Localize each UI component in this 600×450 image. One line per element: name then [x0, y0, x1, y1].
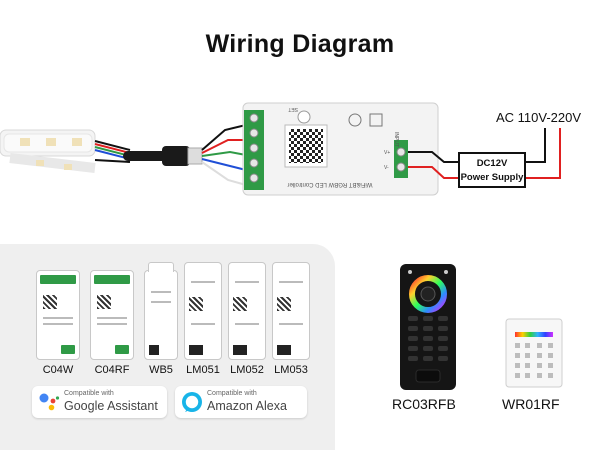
product-c04w-image [36, 270, 80, 360]
amazon-alexa-badge: Compatible with Amazon Alexa [175, 386, 307, 418]
ac-input-label: AC 110V-220V [496, 110, 582, 125]
svg-text:V+: V+ [384, 150, 390, 156]
remote-label-rc03rfb: RC03RFB [392, 396, 456, 412]
ac-power-wires [526, 128, 561, 179]
product-lm052-image [228, 262, 266, 360]
google-name: Google Assistant [64, 399, 158, 413]
google-caption: Compatible with [64, 390, 114, 397]
product-lm053-image [272, 262, 310, 360]
svg-text:SET: SET [288, 106, 298, 112]
wiring-diagram: WiFi&BT RGBW LED Controller SET INPUT V+… [0, 102, 561, 196]
model-label-c04rf: C04RF [94, 364, 130, 376]
psu-name-label: Power Supply [460, 172, 524, 183]
strip-wires [94, 140, 131, 163]
product-c04rf-image [90, 270, 134, 360]
controller-wires [201, 124, 247, 186]
model-label-c04w: C04W [42, 364, 74, 376]
google-assistant-badge: Compatible with Google Assistant [32, 386, 167, 418]
controller-name: WiFi&BT RGBW LED Controller [288, 181, 373, 187]
remote-rc03rfb-image [400, 264, 456, 390]
led-strip [0, 129, 96, 173]
google-assistant-icon [39, 393, 60, 411]
product-wb5-image [144, 262, 178, 360]
product-lm051-image [184, 262, 222, 360]
svg-text:INPUT: INPUT [393, 132, 399, 147]
page-title: Wiring Diagram [205, 30, 395, 58]
model-label-lm052: LM052 [230, 364, 264, 376]
psu-voltage-label: DC12V [476, 158, 508, 169]
cable-connector [162, 146, 190, 166]
alexa-name: Amazon Alexa [207, 399, 287, 413]
model-label-wb5: WB5 [149, 364, 173, 376]
model-label-lm051: LM051 [186, 364, 220, 376]
controller-box [242, 102, 439, 196]
amazon-alexa-icon [182, 392, 202, 412]
power-supply-box: DC12V Power Supply [458, 152, 526, 188]
alexa-caption: Compatible with [207, 390, 257, 397]
svg-text:V-: V- [384, 165, 389, 171]
remote-label-wr01rf: WR01RF [502, 396, 560, 412]
remote-wr01rf-image [505, 318, 563, 388]
model-label-lm053: LM053 [274, 364, 308, 376]
dc-power-wires [408, 151, 458, 179]
